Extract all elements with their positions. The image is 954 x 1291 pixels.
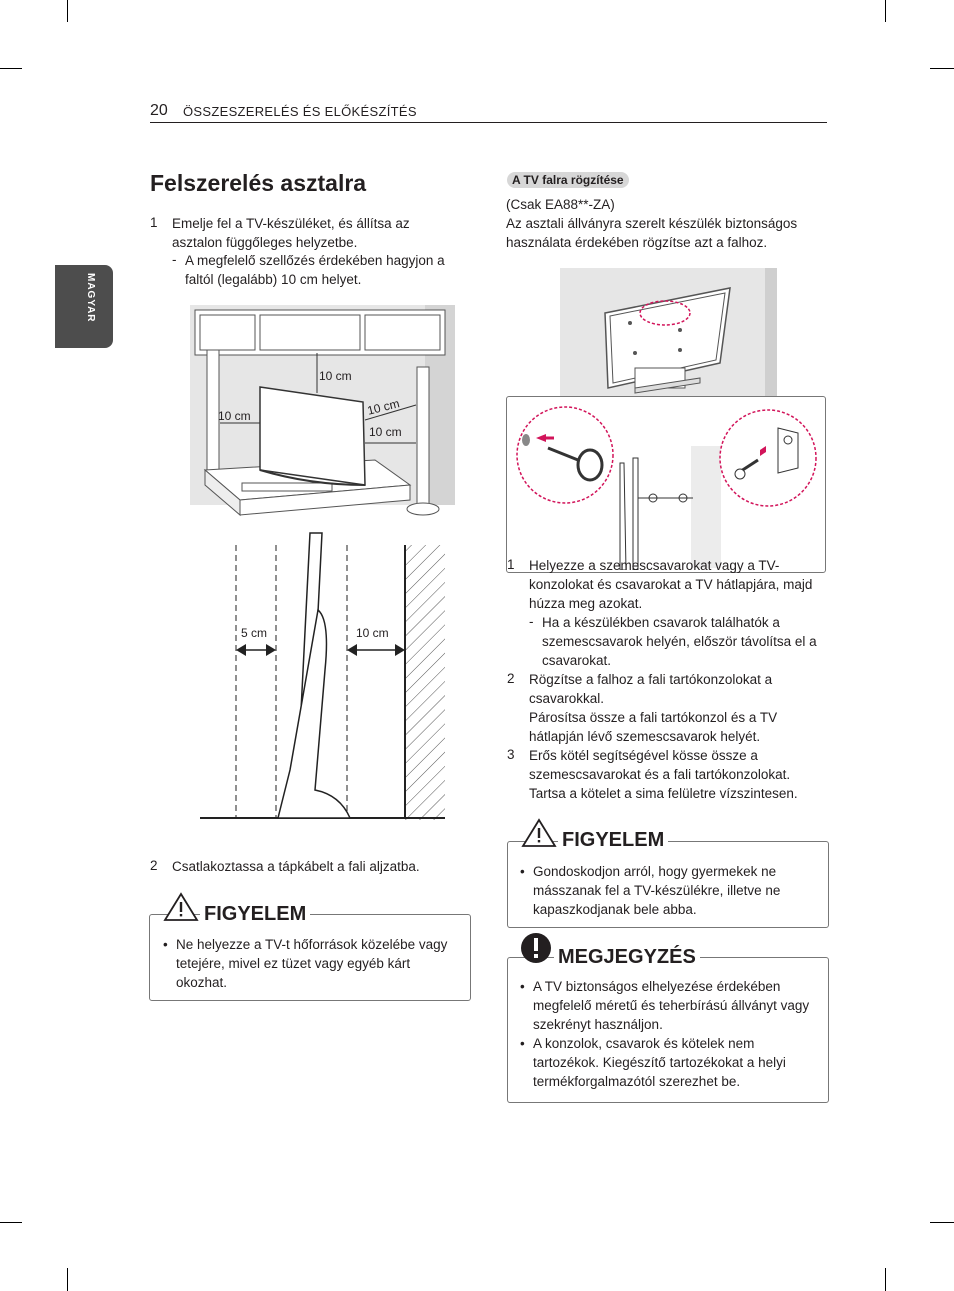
note-title: MEGJEGYZÉS xyxy=(554,946,700,969)
exclamation-circle-icon xyxy=(521,933,551,963)
caution-item: Ne helyezze a TV-t hőforrások közelébe v… xyxy=(163,935,461,992)
warning-triangle-icon xyxy=(521,818,557,847)
note-item: A TV biztonságos elhelyezése érdekében m… xyxy=(520,977,818,1034)
crop-mark xyxy=(0,1222,22,1223)
step-number: 1 xyxy=(150,215,158,230)
page-title: Felszerelés asztalra xyxy=(150,170,367,196)
crop-mark xyxy=(0,68,22,69)
step-subtext: Ha a készülékben csavarok találhatók a s… xyxy=(542,615,817,668)
step-number: 1 xyxy=(507,557,515,572)
section-title: ÖSSZESZERELÉS ÉS ELŐKÉSZÍTÉS xyxy=(183,104,417,119)
crop-mark xyxy=(885,1268,886,1291)
crop-mark xyxy=(67,1268,68,1291)
step-text: Rögzítse a falhoz a fali tartókonzolokat… xyxy=(529,672,773,706)
dimension-label: 5 cm xyxy=(241,626,268,640)
language-tab: MAGYAR xyxy=(55,265,113,348)
dimension-label: 10 cm xyxy=(356,626,389,640)
crop-mark xyxy=(930,68,954,69)
dash: - xyxy=(529,614,534,629)
step-text: Helyezze a szemescsavarokat vagy a TV-ko… xyxy=(529,558,813,611)
dash: - xyxy=(172,252,177,267)
tv-on-table-illustration xyxy=(190,305,455,517)
tv-wall-illustration xyxy=(560,268,777,396)
step-number: 2 xyxy=(150,858,158,873)
side-clearance-illustration xyxy=(200,532,445,820)
step-text: Emelje fel a TV-készüléket, és állítsa a… xyxy=(172,216,410,250)
crop-mark xyxy=(930,1222,954,1223)
bracket-detail-frame xyxy=(506,396,826,573)
page-number: 20 xyxy=(150,102,168,119)
bracket-detail-illustration xyxy=(516,406,817,570)
note-item: A konzolok, csavarok és kötelek nem tart… xyxy=(520,1034,818,1091)
caution-title: FIGYELEM xyxy=(200,903,311,926)
caution-title: FIGYELEM xyxy=(558,829,669,852)
dimension-label: 10 cm xyxy=(369,425,402,439)
model-note: (Csak EA88**-ZA) xyxy=(506,197,615,212)
step-extra: Párosítsa össze a fali tartókonzol és a … xyxy=(529,710,778,744)
intro-text: Az asztali állványra szerelt készülék bi… xyxy=(506,216,798,250)
step-text: Erős kötél segítségével kösse össze a sz… xyxy=(529,748,798,801)
step-number: 2 xyxy=(507,671,515,686)
warning-triangle-icon xyxy=(163,892,199,921)
dimension-label: 10 cm xyxy=(218,409,251,423)
step-number: 3 xyxy=(507,747,515,762)
header-rule xyxy=(150,122,827,123)
step-subtext: A megfelelő szellőzés érdekében hagyjon … xyxy=(185,253,445,287)
crop-mark xyxy=(885,0,886,22)
crop-mark xyxy=(67,0,68,22)
section-pill: A TV falra rögzítése xyxy=(507,172,629,188)
dimension-label: 10 cm xyxy=(319,369,352,383)
step-text: Csatlakoztassa a tápkábelt a fali aljzat… xyxy=(172,859,420,874)
caution-item: Gondoskodjon arról, hogy gyermekek ne má… xyxy=(520,862,818,919)
